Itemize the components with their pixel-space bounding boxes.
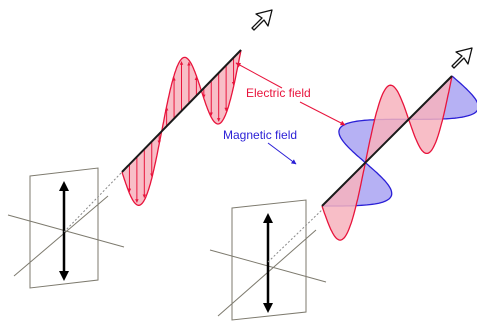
electric-field-pointer-2 (299, 101, 346, 126)
left-axis-dashed (63, 171, 123, 233)
propagation-arrow-icon (451, 47, 473, 69)
electric-field-pointer-1 (235, 62, 283, 89)
left-electric-wave (121, 49, 242, 206)
electric-field-label: Electric field (246, 86, 311, 100)
magnetic-field-pointer (267, 142, 297, 165)
right-propagation-axis (321, 75, 453, 207)
left-polarizer-frame (7, 167, 125, 289)
left-propagation-axis (121, 49, 242, 173)
right-wave-diagram (209, 47, 477, 321)
magnetic-field-label: Magnetic field (223, 128, 297, 142)
right-electric-wave (321, 75, 453, 241)
propagation-arrow-icon (251, 9, 273, 31)
right-axis-dashed (267, 205, 327, 263)
left-wave-diagram (7, 9, 273, 289)
